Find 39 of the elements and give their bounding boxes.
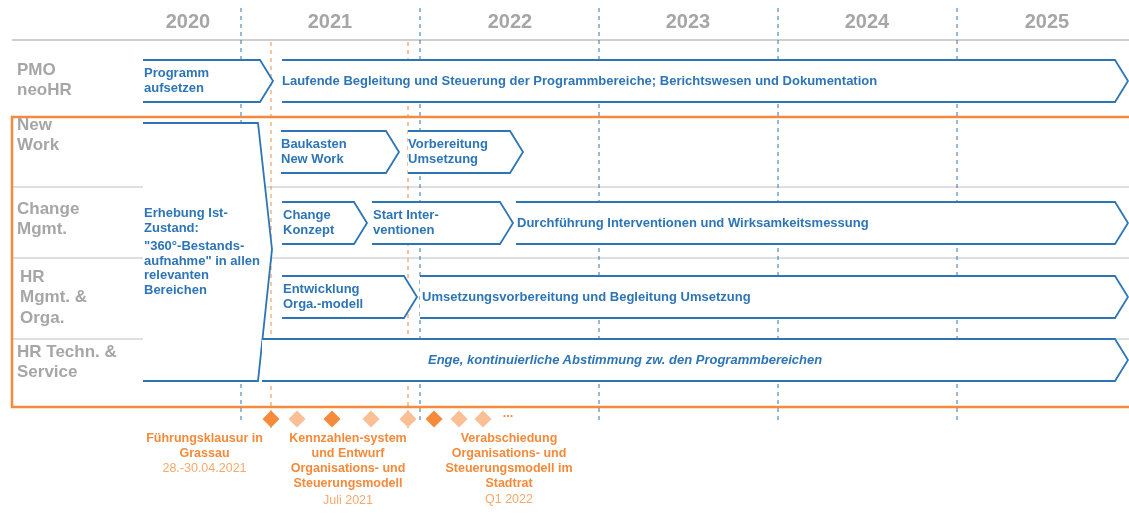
phase-label: Change Konzept [283, 208, 336, 238]
year-label: 2025 [1023, 10, 1071, 33]
phase-label: Durchführung Interventionen und Wirksamkeitsmessung [517, 215, 870, 231]
row-label: New Work [17, 115, 61, 156]
milestone-date: Juli 2021 [321, 493, 374, 507]
milestone-label: Führungsklausur in Grassau [145, 431, 264, 461]
row-label: HR Techn. & Service [17, 342, 118, 383]
timeline-phase [408, 131, 523, 173]
phase-label: Umsetzungsvorbereitung und Begleitung Umsetzung [422, 289, 752, 305]
year-label: 2022 [486, 10, 534, 33]
milestone-label: Kennzahlen-system und Entwurf Organisations- und Steuerungsmodell [288, 431, 408, 491]
survey-phase [143, 123, 273, 381]
timeline-phase [281, 131, 399, 173]
milestone-date: Q1 2022 [484, 492, 534, 506]
phase-label: Vorbereitung Umsetzung [408, 137, 489, 167]
timeline-phase [143, 60, 273, 102]
year-label: 2024 [843, 10, 891, 33]
year-label: 2021 [306, 10, 354, 33]
phase-label: Enge, kontinuierliche Abstimmung zw. den Programmbereichen [428, 352, 824, 368]
timeline-phase [372, 202, 513, 244]
phase-label: Programm aufsetzen [144, 66, 211, 96]
milestone-date: 28.-30.04.2021 [161, 461, 248, 475]
row-label: PMO neoHR [17, 60, 73, 101]
ellipsis: ... [501, 406, 515, 421]
phase-label: Start Inter-ventionen [373, 208, 440, 238]
phase-label: "360°-Bestands-aufnahme" in allen relevanten Bereichen [144, 238, 261, 299]
milestone-label: Verabschiedung Organisations- und Steuerungsmodell im Stadtrat [444, 431, 574, 491]
row-label: Change Mgmt. [17, 199, 81, 240]
phase-label: Erhebung Ist-Zustand: [144, 205, 229, 236]
year-label: 2023 [664, 10, 712, 33]
year-label: 2020 [164, 10, 212, 33]
row-label: HR Mgmt. & Orga. [20, 267, 89, 329]
phase-label: Baukasten New Work [281, 137, 348, 167]
timeline-phase [282, 60, 1128, 102]
phase-label: Laufende Begleitung und Steuerung der Programmbereiche; Berichtswesen und Dokumentation [282, 73, 879, 89]
phase-label: Entwicklung Orga.-modell [283, 282, 365, 312]
timeline-phase [282, 276, 417, 318]
timeline-phase [282, 202, 367, 244]
timeline-phase [262, 339, 1128, 381]
